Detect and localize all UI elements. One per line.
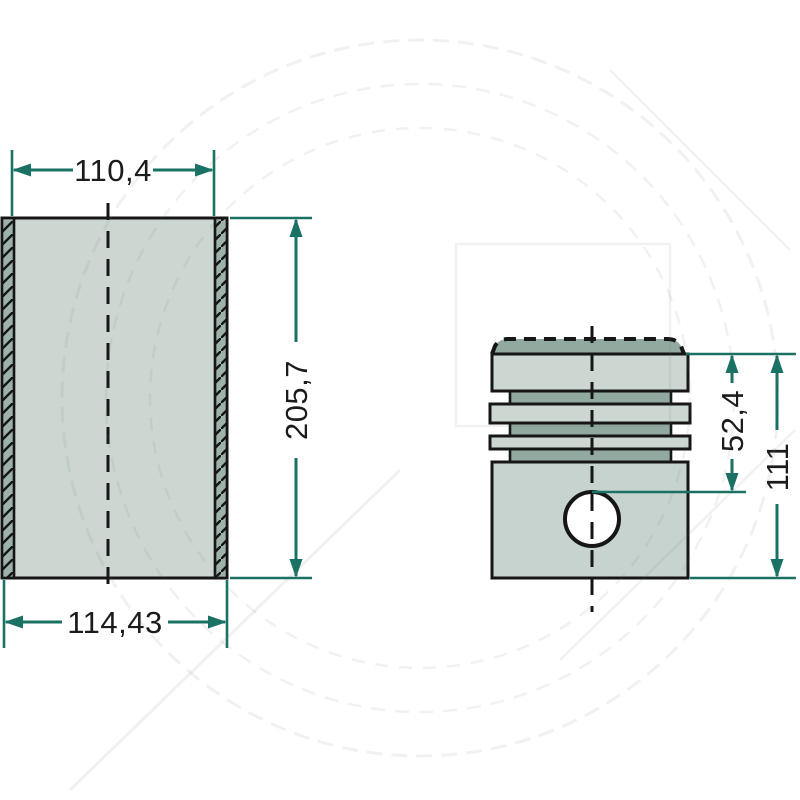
dim-label-piston-pin-height: 52,4 (715, 390, 750, 452)
piston-top-land (490, 352, 690, 393)
dim-arrow-right-icon (208, 615, 227, 629)
piston-crown-dashed-outline (490, 337, 686, 355)
dim-arrow-right-icon (195, 163, 214, 177)
dim-label-liner-inner-width: 110,4 (74, 153, 152, 188)
dim-arrow-up-icon (770, 354, 784, 373)
watermark-diagonal-line (68, 468, 402, 792)
dim-arrow-up-icon (725, 354, 739, 373)
piston-ring-land-2 (488, 434, 692, 451)
watermark-circle-inner (148, 126, 692, 670)
dim-piston-total-height: 111 (690, 354, 796, 580)
dim-liner-outer-width: 114,43 (2, 580, 229, 648)
piston-crown-fill (492, 339, 684, 354)
cylinder-liner-figure (0, 203, 229, 592)
dim-arrow-left-icon (12, 163, 31, 177)
watermark (60, 38, 796, 792)
dim-arrow-down-icon (289, 559, 303, 578)
watermark-diagonal-line (609, 69, 791, 251)
dim-arrow-left-icon (4, 615, 23, 629)
watermark-circle-middle (104, 82, 736, 714)
liner-wall-right-hatch (213, 216, 229, 580)
dim-arrow-up-icon (289, 218, 303, 237)
dim-liner-height: 205,7 (230, 216, 314, 580)
piston-ring-land-1 (488, 402, 692, 425)
dim-liner-inner-width: 110,4 (10, 150, 216, 216)
liner-wall-left-hatch (0, 216, 16, 580)
dim-label-piston-total-height: 111 (760, 443, 795, 492)
dim-arrow-down-icon (725, 473, 739, 492)
dim-label-liner-height: 205,7 (279, 360, 314, 440)
piston-figure (488, 326, 692, 612)
watermark-rect (454, 242, 672, 428)
liner-body (0, 216, 229, 580)
watermark-circle-outer (60, 38, 780, 758)
dim-label-liner-outer-width: 114,43 (67, 605, 163, 640)
dim-arrow-down-icon (770, 559, 784, 578)
dim-piston-pin-height: 52,4 (592, 352, 796, 494)
watermark-diagonal-line (559, 429, 796, 661)
